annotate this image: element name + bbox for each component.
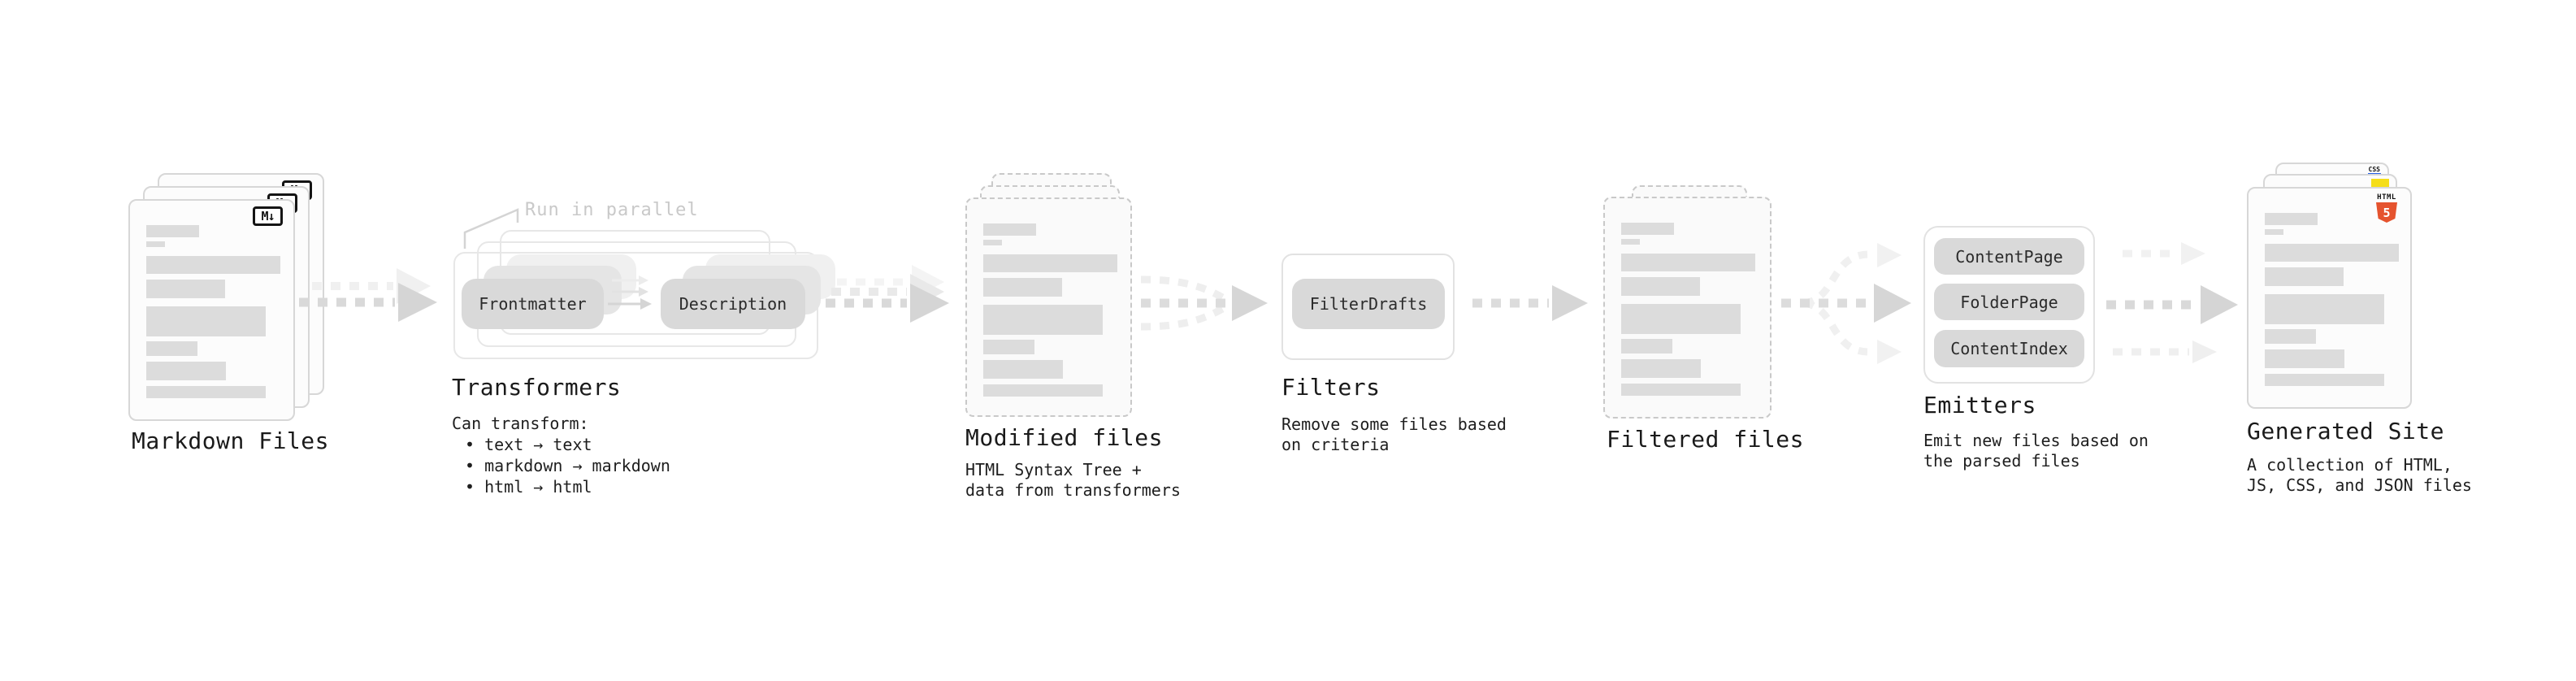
emitters-subtitle: Emit new files based on the parsed files — [1923, 431, 2149, 471]
filters-title: Filters — [1281, 374, 1381, 401]
filtered-file-card-front — [1603, 197, 1772, 419]
arrow-filters-to-filtered — [1472, 285, 1588, 321]
frontmatter-pill: Frontmatter — [462, 279, 604, 329]
modified-file-card-front — [965, 197, 1132, 417]
document-placeholder-lines — [967, 199, 1130, 415]
js-icon — [2371, 179, 2389, 189]
markdown-file-card-front: M↓ — [128, 199, 295, 421]
document-placeholder-lines — [2249, 189, 2410, 407]
markdown-icon: M↓ — [253, 206, 283, 226]
contentpage-pill: ContentPage — [1934, 238, 2084, 275]
emitters-frame: ContentPage FolderPage ContentIndex — [1923, 226, 2095, 384]
document-placeholder-lines — [130, 201, 293, 419]
generated-site-subtitle: A collection of HTML, JS, CSS, and JSON … — [2247, 455, 2472, 495]
transform-bullet: text → text — [452, 434, 670, 455]
arrow-modified-to-filters — [1140, 275, 1268, 331]
document-placeholder-lines — [1605, 198, 1770, 417]
filters-subtitle: Remove some files based on criteria — [1281, 414, 1507, 454]
arrow-markdown-to-transformers — [299, 268, 437, 322]
can-transform-heading: Can transform: — [452, 414, 589, 433]
folderpage-pill: FolderPage — [1934, 284, 2084, 320]
arrow-emitters-to-site — [2106, 242, 2238, 363]
filtered-files-title: Filtered files — [1607, 426, 1805, 453]
site-file-card-html: HTML 5 — [2247, 187, 2412, 409]
arrow-filtered-to-emitters — [1781, 243, 1911, 364]
modified-files-title: Modified files — [965, 424, 1164, 451]
html5-icon-word: HTML — [2377, 193, 2396, 202]
filterdrafts-pill: FilterDrafts — [1292, 279, 1445, 329]
run-in-parallel-callout-line — [463, 208, 519, 249]
markdown-files-title: Markdown Files — [132, 427, 330, 454]
contentindex-pill: ContentIndex — [1934, 330, 2084, 367]
run-in-parallel-label: Run in parallel — [525, 200, 699, 220]
transformers-title: Transformers — [452, 374, 622, 401]
arrow-transformers-to-modified — [826, 265, 949, 323]
modified-files-subtitle: HTML Syntax Tree + data from transformer… — [965, 460, 1181, 500]
parallel-mini-arrows-icon — [608, 275, 652, 310]
description-pill: Description — [661, 279, 805, 329]
transform-bullet: html → html — [452, 476, 670, 497]
html5-icon: HTML 5 — [2374, 193, 2399, 223]
filters-frame: FilterDrafts — [1281, 254, 1455, 360]
transform-bullet: markdown → markdown — [452, 455, 670, 476]
transformers-description: Can transform: text → text markdown → ma… — [452, 413, 670, 497]
generated-site-title: Generated Site — [2247, 418, 2445, 445]
emitters-title: Emitters — [1923, 392, 2036, 419]
html5-icon-number: 5 — [2383, 205, 2391, 220]
